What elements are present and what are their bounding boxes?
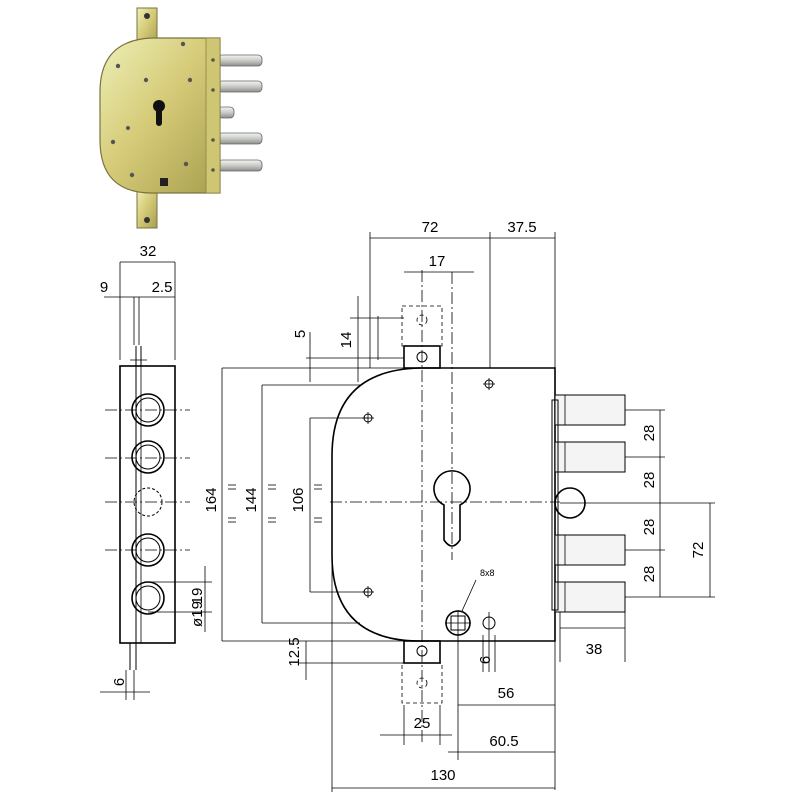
front-view: 164 144 106 bbox=[203, 219, 715, 792]
dim-60-5: 60.5 bbox=[489, 733, 518, 750]
dim-19: 19 bbox=[189, 588, 206, 605]
lock-photo bbox=[99, 7, 263, 229]
dim-14: 14 bbox=[338, 332, 355, 349]
equal-marks bbox=[228, 484, 322, 523]
dim-8x8: 8x8 bbox=[480, 568, 495, 578]
dim-144: 144 bbox=[243, 487, 260, 512]
photo-bolts bbox=[217, 54, 263, 172]
dim-38: 38 bbox=[586, 641, 603, 658]
front-bolts bbox=[551, 394, 626, 613]
side-view: 32 9 2.5 19 ø19 bbox=[100, 243, 212, 700]
dim-6-side: 6 bbox=[111, 678, 128, 686]
dim-28-c: 28 bbox=[641, 519, 658, 536]
dim-25: 25 bbox=[414, 715, 431, 732]
dim-72-top: 72 bbox=[422, 219, 439, 236]
dim-6-small: 6 bbox=[477, 656, 494, 664]
dim-5: 5 bbox=[292, 330, 309, 338]
screw-holes bbox=[362, 378, 495, 598]
side-bolt-holes bbox=[131, 393, 165, 615]
dim-37-5: 37.5 bbox=[507, 219, 536, 236]
photo-rivets bbox=[110, 41, 215, 178]
dim-9: 9 bbox=[100, 279, 108, 296]
dim-2-5: 2.5 bbox=[152, 279, 173, 296]
dim-106: 106 bbox=[290, 487, 307, 512]
dim-17: 17 bbox=[429, 253, 446, 270]
dim-164: 164 bbox=[203, 487, 220, 512]
dim-72-right: 72 bbox=[690, 542, 707, 559]
photo-keyhole bbox=[153, 100, 165, 126]
dim-28-a: 28 bbox=[641, 425, 658, 442]
dim-28-b: 28 bbox=[641, 472, 658, 489]
dim-28-d: 28 bbox=[641, 566, 658, 583]
dim-56: 56 bbox=[498, 685, 515, 702]
dim-32: 32 bbox=[140, 243, 157, 260]
keyhole-profile bbox=[433, 470, 471, 547]
dim-12-5: 12.5 bbox=[286, 637, 303, 666]
dim-dia-19: ø19 bbox=[189, 601, 206, 627]
dim-130: 130 bbox=[430, 767, 455, 784]
